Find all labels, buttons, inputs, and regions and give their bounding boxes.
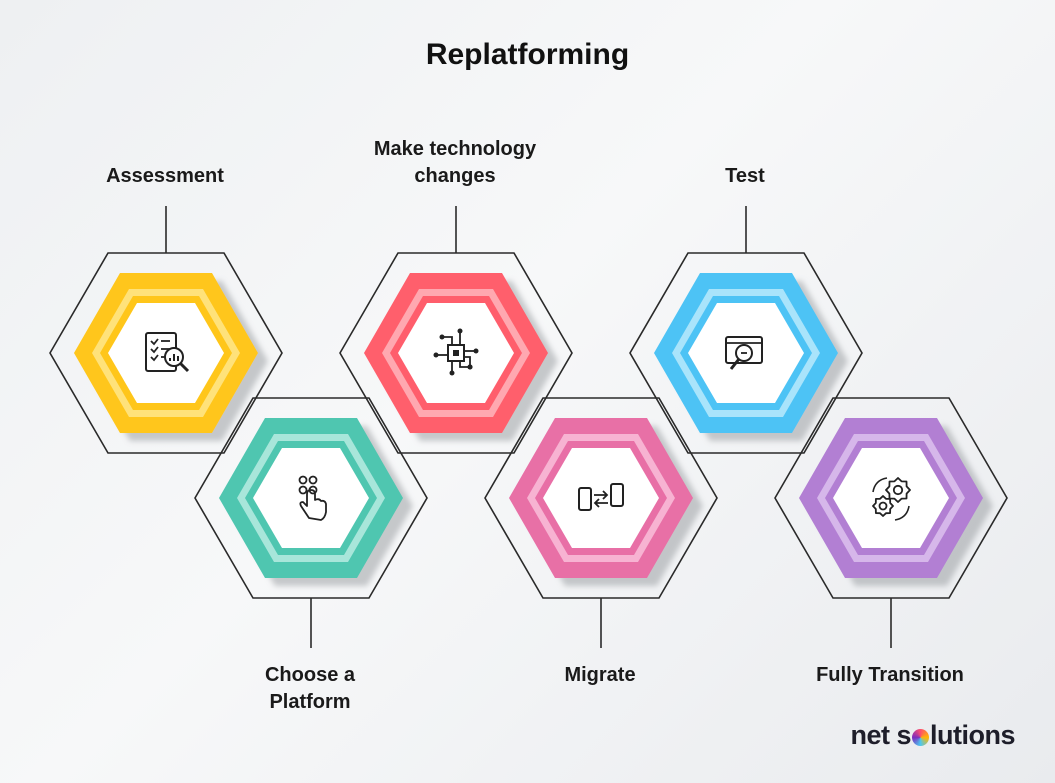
hand-pointer-icon	[298, 475, 327, 521]
net-solutions-logo: net s lutions	[850, 720, 1015, 751]
hex-step-1	[49, 206, 283, 454]
hex-center	[253, 448, 369, 548]
hex-step-6	[774, 397, 1008, 648]
hex-step-2	[194, 397, 428, 648]
browser-search-icon	[725, 336, 763, 370]
hex-outline	[484, 397, 718, 599]
circuit-chip-icon	[433, 328, 479, 376]
step-label-test: Test	[725, 165, 765, 187]
device-transfer-icon	[578, 483, 624, 511]
hex-outline	[194, 397, 428, 599]
step-label-fully-transition: Fully Transition	[816, 664, 964, 686]
hex-outline	[49, 252, 283, 454]
logo-text-part1: net s	[850, 720, 911, 750]
step-label-assessment: Assessment	[106, 165, 224, 187]
hex-step-3	[339, 206, 573, 454]
step-label-choose-platform: Choose a Platform	[264, 664, 356, 713]
hex-outline	[629, 252, 863, 454]
hex-center	[543, 448, 659, 548]
hex-step-4	[484, 397, 718, 648]
step-label-technology-changes: Make technology changes	[373, 138, 537, 187]
checklist-magnifier-icon	[145, 332, 190, 373]
hex-outline	[774, 397, 1008, 599]
step-label-migrate: Migrate	[564, 664, 636, 686]
page-title: Replatforming	[425, 38, 630, 71]
logo-dot	[912, 729, 929, 746]
gears-icon	[872, 477, 911, 521]
hex-step-5	[629, 206, 863, 454]
logo-text-part2: lutions	[930, 720, 1016, 750]
hex-outline	[339, 252, 573, 454]
